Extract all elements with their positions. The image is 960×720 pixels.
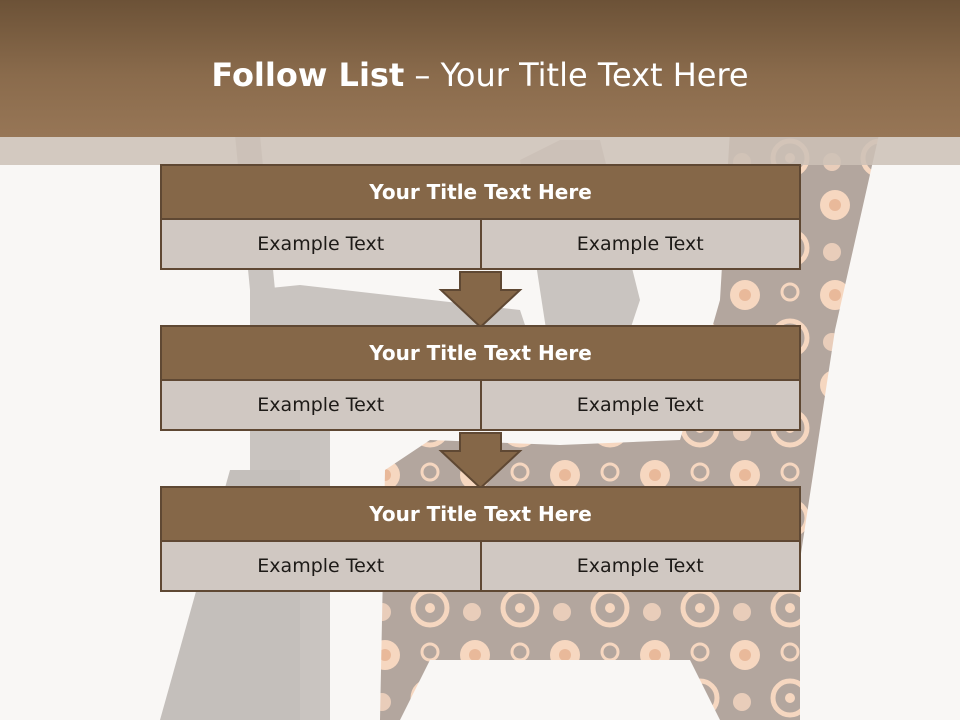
step-cell-left: Example Text — [160, 381, 482, 431]
step-title: Your Title Text Here — [160, 325, 801, 381]
step-row: Example Text Example Text — [160, 542, 801, 592]
down-arrow-icon — [438, 271, 523, 329]
step-cell-right: Example Text — [481, 220, 801, 270]
step-block-2: Your Title Text Here Example Text Exampl… — [160, 325, 801, 431]
step-cell-right: Example Text — [481, 381, 801, 431]
step-row: Example Text Example Text — [160, 381, 801, 431]
step-title: Your Title Text Here — [160, 486, 801, 542]
step-block-1: Your Title Text Here Example Text Exampl… — [160, 164, 801, 270]
header-band — [0, 137, 960, 165]
slide-title: Follow List – Your Title Text Here — [0, 54, 960, 96]
step-title: Your Title Text Here — [160, 164, 801, 220]
header-bar — [0, 0, 960, 137]
slide-title-strong: Follow List — [211, 56, 405, 94]
step-block-3: Your Title Text Here Example Text Exampl… — [160, 486, 801, 592]
slide-title-rest: – Your Title Text Here — [404, 56, 749, 94]
step-row: Example Text Example Text — [160, 220, 801, 270]
step-cell-left: Example Text — [160, 220, 482, 270]
step-cell-left: Example Text — [160, 542, 482, 592]
down-arrow-icon — [438, 432, 523, 490]
step-cell-right: Example Text — [481, 542, 801, 592]
